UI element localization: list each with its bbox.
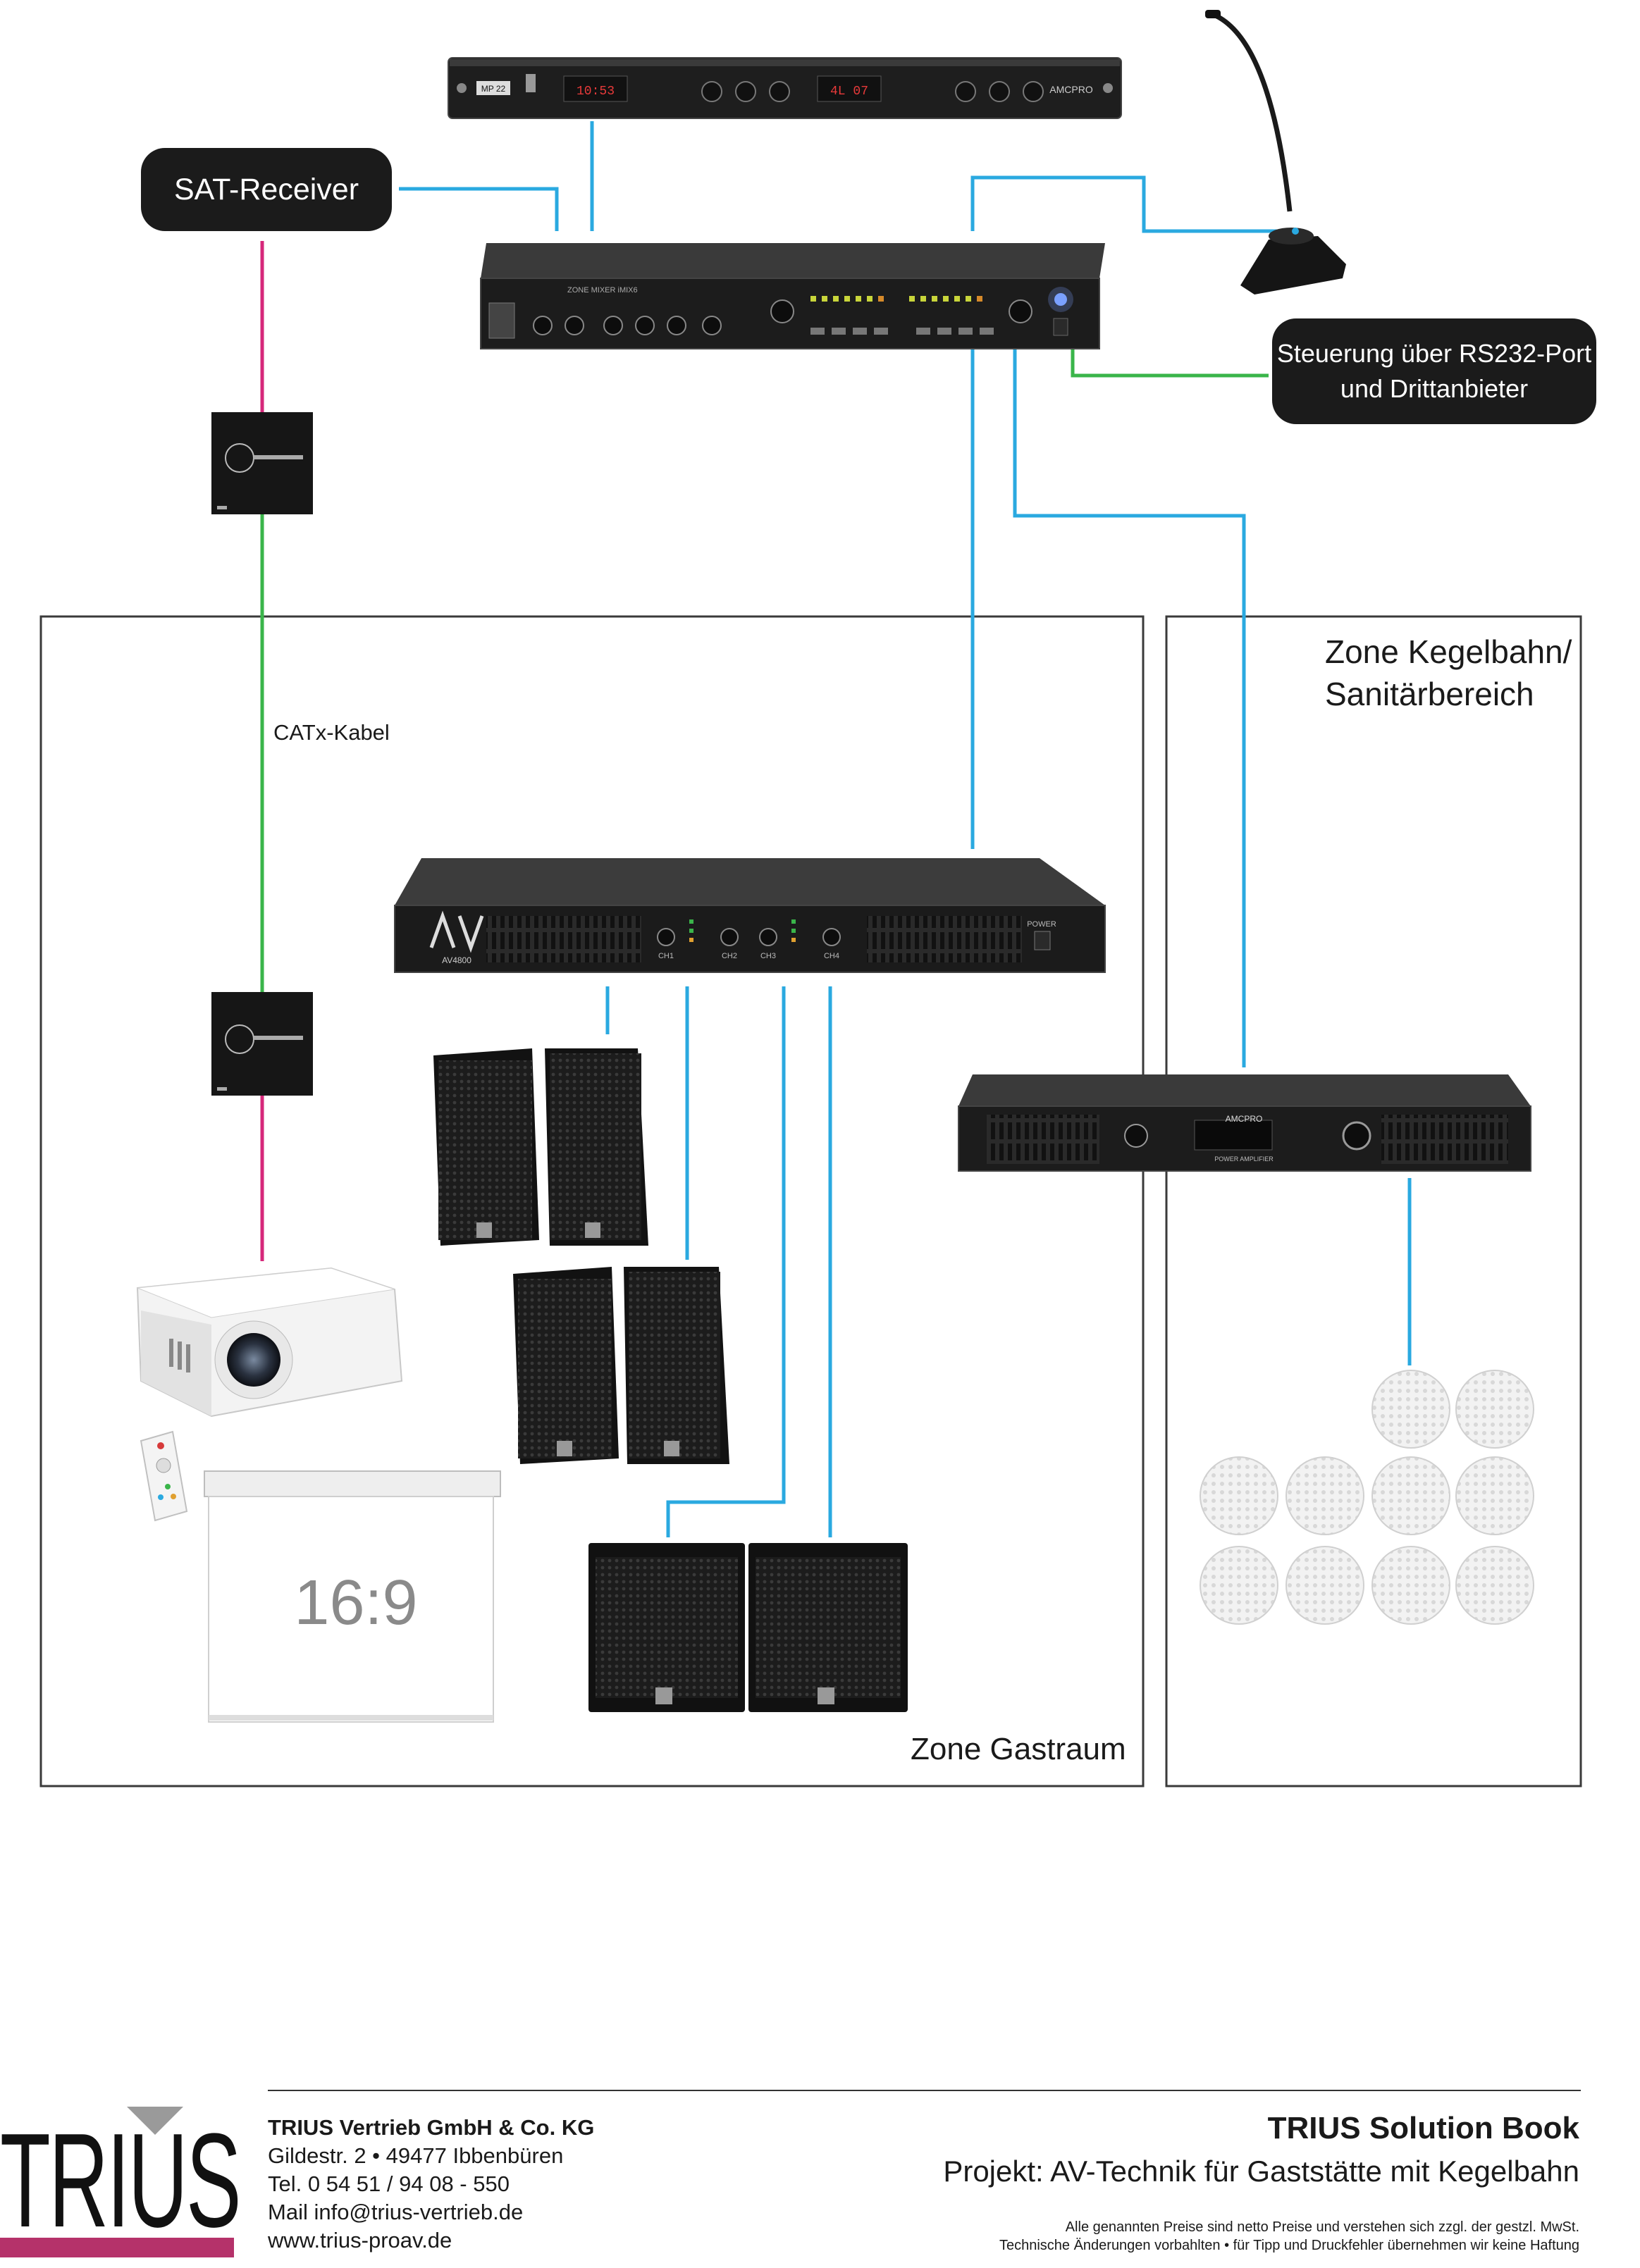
amp4ch-model: AV4800 xyxy=(442,955,471,965)
projector xyxy=(136,1267,403,1418)
cable-amp-to-sub1 xyxy=(666,986,786,1537)
footer-web[interactable]: www.trius-proav.de xyxy=(268,2228,452,2252)
trius-logo: TRIUS xyxy=(0,2106,242,2257)
power-amp-panel-label: POWER AMPLIFIER xyxy=(1214,1155,1274,1163)
control-label-line1: Steuerung über RS232-Port xyxy=(1276,339,1592,368)
projection-screen: 16:9 xyxy=(204,1470,501,1723)
cable-mixer-to-poweramp xyxy=(1013,349,1246,1067)
amp4ch-ch4: CH4 xyxy=(824,952,839,960)
media-player-display-right: 4L 07 xyxy=(830,85,868,99)
logo-text: TRIUS xyxy=(0,2106,240,2255)
amp4ch-power-label: POWER xyxy=(1027,920,1056,929)
power-amplifier-device: AMCPRO POWER AMPLIFIER xyxy=(958,1074,1531,1172)
control-label-line2: und Drittanbieter xyxy=(1340,374,1529,403)
zone-gastraum-label: Zone Gastraum xyxy=(911,1732,1126,1766)
control-cables xyxy=(260,349,1269,992)
ceiling-speaker xyxy=(1200,1546,1278,1625)
subwoofer-1 xyxy=(588,1543,745,1712)
zone-gastraum-box xyxy=(39,615,1145,1787)
power-amp-brand: AMCPRO xyxy=(1226,1114,1263,1124)
ceiling-speaker xyxy=(1455,1546,1534,1625)
ceiling-speaker xyxy=(1371,1456,1450,1535)
ceiling-speakers xyxy=(1200,1370,1534,1625)
projector-lens xyxy=(227,1333,280,1387)
ceiling-speaker xyxy=(1286,1546,1364,1625)
footer-company-block: TRIUS Vertrieb GmbH & Co. KG Gildestr. 2… xyxy=(268,2114,594,2255)
footer-book-title: TRIUS Solution Book xyxy=(1267,2111,1579,2145)
hdmi-extender-bottom xyxy=(211,992,313,1096)
zone-mixer-label: ZONE MIXER iMIX6 xyxy=(567,286,638,295)
cable-sat-to-mixer xyxy=(399,187,559,231)
footer-project: Projekt: AV-Technik für Gaststätte mit K… xyxy=(943,2155,1579,2188)
ceiling-speaker xyxy=(1286,1456,1364,1535)
media-player-model: MP 22 xyxy=(481,84,506,94)
projector-remote xyxy=(140,1430,188,1522)
footer-mail[interactable]: Mail info@trius-vertrieb.de xyxy=(268,2200,524,2224)
footer-address: Gildestr. 2 • 49477 Ibbenbüren xyxy=(268,2143,564,2168)
control-label: Steuerung über RS232-Port und Drittanbie… xyxy=(1272,318,1596,424)
amp4ch-ch3: CH3 xyxy=(760,952,776,960)
zone-kegelbahn-label: Zone Kegelbahn/ Sanitärbereich xyxy=(1325,631,1572,715)
amp4ch-ch2: CH2 xyxy=(722,952,737,960)
footer-disclaimer-2: Technische Änderungen vorbahlten • für T… xyxy=(999,2238,1579,2253)
zone-kegelbahn-line2: Sanitärbereich xyxy=(1325,676,1534,712)
cable-rs232 xyxy=(1071,349,1269,378)
footer-phone: Tel. 0 54 51 / 94 08 - 550 xyxy=(268,2171,510,2196)
ceiling-speaker xyxy=(1455,1456,1534,1535)
amp4ch-ch1: CH1 xyxy=(658,952,674,960)
sat-receiver-label: SAT-Receiver xyxy=(141,148,392,231)
ceiling-speaker xyxy=(1200,1456,1278,1535)
mixer-power-led xyxy=(1054,293,1067,306)
speaker-top-3 xyxy=(513,1267,619,1464)
speaker-top-1 xyxy=(433,1048,539,1246)
ceiling-speaker xyxy=(1371,1546,1450,1625)
catx-cable-label: CATx-Kabel xyxy=(273,720,390,745)
cable-mic-to-mixer xyxy=(970,175,1293,233)
speaker-top-2 xyxy=(545,1048,648,1246)
footer-company: TRIUS Vertrieb GmbH & Co. KG xyxy=(268,2115,595,2140)
speaker-top-4 xyxy=(624,1267,729,1464)
media-player-display-left: 10:53 xyxy=(577,85,615,99)
ceiling-speaker xyxy=(1455,1370,1534,1449)
sat-receiver-text: SAT-Receiver xyxy=(173,172,359,206)
zone-mixer-device: ZONE MIXER iMIX6 xyxy=(480,243,1105,349)
hdmi-extender-top xyxy=(211,412,313,514)
zone-kegelbahn-box xyxy=(1165,615,1582,1787)
media-player-brand: AMCPRO xyxy=(1049,84,1093,95)
footer-disclaimer-1: Alle genannten Preise sind netto Preise … xyxy=(1065,2219,1579,2235)
amplifier-4ch-device: AV4800 CH1 CH2 CH3 CH4 POWER xyxy=(394,858,1106,973)
subwoofer-2 xyxy=(748,1543,908,1712)
audio-cables xyxy=(399,121,1412,1537)
zone-kegelbahn-line1: Zone Kegelbahn/ xyxy=(1325,633,1572,670)
ceiling-speaker xyxy=(1371,1370,1450,1449)
gooseneck-microphone xyxy=(1205,10,1346,295)
screen-ratio-label: 16:9 xyxy=(294,1568,417,1638)
media-player-device: MP 22 10:53 4L 07 AMCPRO xyxy=(448,57,1122,119)
